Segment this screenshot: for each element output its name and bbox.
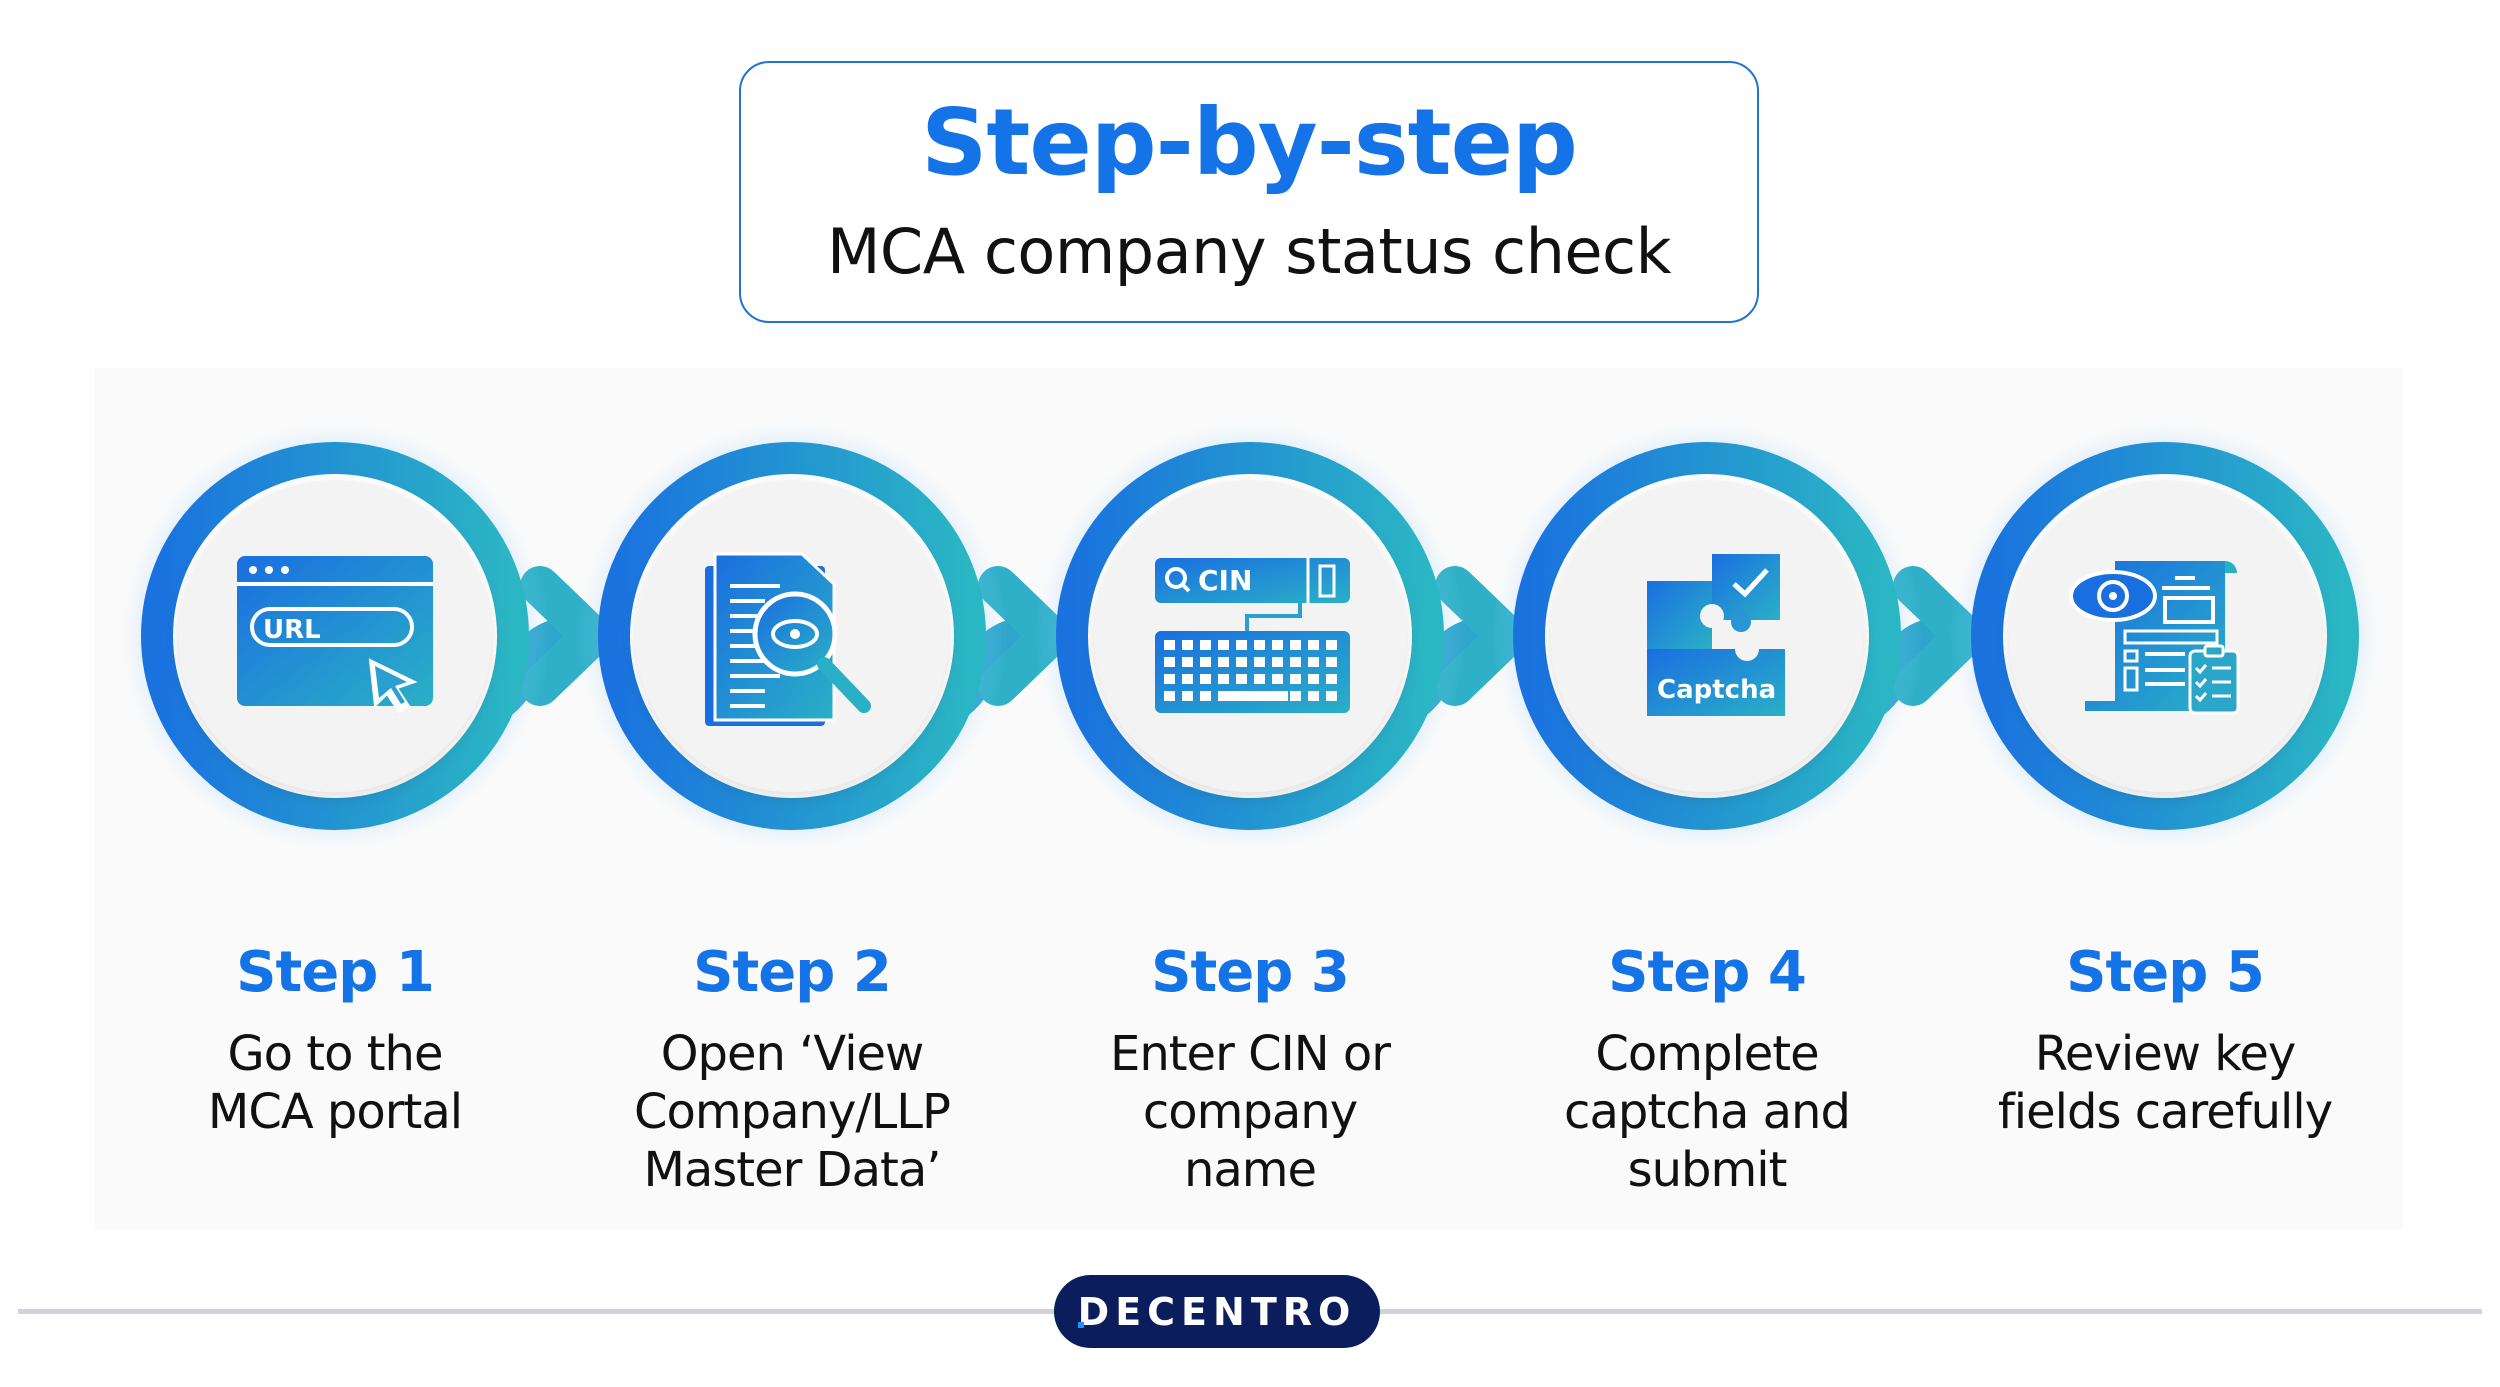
step-description-line: Master Data’ bbox=[643, 1142, 941, 1198]
decentro-logo: DECENTRO bbox=[1054, 1275, 1380, 1348]
step-circle-5 bbox=[1949, 420, 2381, 852]
title-box: Step-by-step MCA company status check bbox=[739, 61, 1759, 323]
step-description-line: fields carefully bbox=[1997, 1084, 2333, 1140]
logo-text: DECENTRO bbox=[1077, 1289, 1357, 1334]
step-label: Step 2 bbox=[693, 940, 892, 1005]
svg-text:CIN: CIN bbox=[1198, 564, 1252, 597]
svg-text:URL: URL bbox=[263, 615, 321, 645]
cin-keyboard-icon: CIN bbox=[1155, 558, 1350, 713]
step-label: Step 3 bbox=[1151, 940, 1350, 1005]
captcha-puzzle-icon: Captcha bbox=[1647, 554, 1785, 716]
svg-text:Captcha: Captcha bbox=[1657, 675, 1776, 705]
page-title: Step-by-step bbox=[921, 89, 1578, 196]
page-subtitle: MCA company status check bbox=[826, 215, 1672, 288]
step-description-line: submit bbox=[1627, 1142, 1788, 1198]
step-description-line: MCA portal bbox=[207, 1084, 463, 1140]
step-circle-2 bbox=[576, 420, 1008, 852]
step-description-line: captcha and bbox=[1564, 1084, 1851, 1140]
step-circle-3: CIN bbox=[1034, 420, 1466, 852]
step-label: Step 5 bbox=[2066, 940, 2265, 1005]
step-label: Step 4 bbox=[1608, 940, 1807, 1005]
review-document-icon bbox=[2069, 561, 2240, 715]
step-description-line: name bbox=[1183, 1142, 1317, 1198]
step-label: Step 1 bbox=[236, 940, 435, 1005]
step-description-line: Enter CIN or bbox=[1109, 1026, 1391, 1082]
document-search-icon bbox=[705, 552, 871, 726]
step-description-line: Company/LLP bbox=[634, 1084, 951, 1140]
step-description-line: Go to the bbox=[227, 1026, 443, 1082]
step-description-line: Complete bbox=[1595, 1026, 1819, 1082]
browser-url-icon: URL bbox=[237, 556, 433, 714]
step-circle-1: URL bbox=[119, 420, 551, 852]
logo-accent-dot bbox=[1077, 1321, 1084, 1328]
step-circle-4: Captcha bbox=[1491, 420, 1923, 852]
step-description-line: Open ‘View bbox=[660, 1026, 925, 1082]
step-description-line: Review key bbox=[2034, 1026, 2297, 1082]
step-description-line: company bbox=[1142, 1084, 1358, 1140]
